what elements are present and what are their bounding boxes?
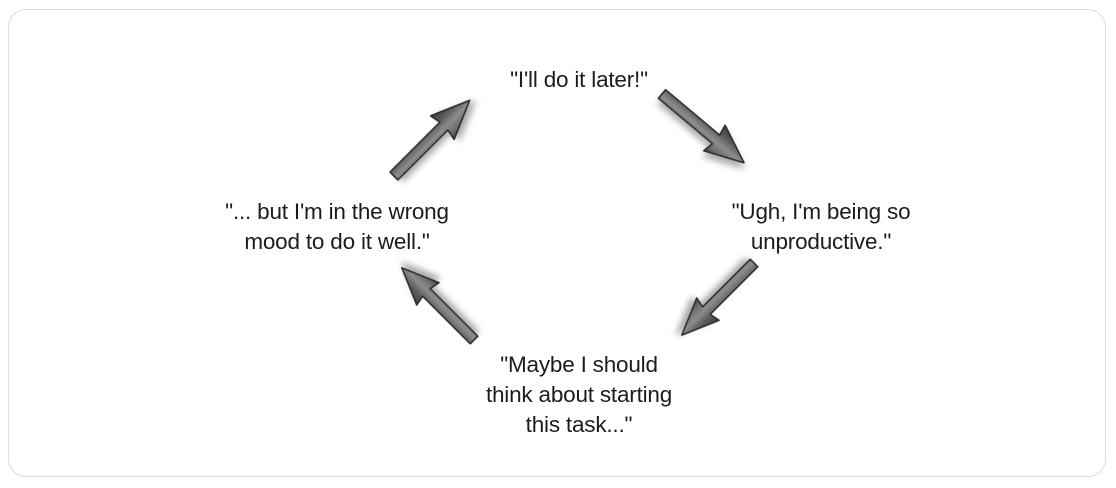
cycle-stage-top: "I'll do it later!" bbox=[510, 67, 648, 92]
arrow-icon-left-top bbox=[381, 87, 483, 189]
cycle-stage-left: "... but I'm in the wrong mood to do it … bbox=[225, 199, 449, 254]
arrow-icon-bottom-left bbox=[389, 255, 486, 352]
cycle-diagram-card: "I'll do it later!" "Ugh, I'm being so u… bbox=[8, 9, 1106, 477]
arrow-icon-right-bottom bbox=[669, 251, 766, 348]
cycle-stage-bottom: "Maybe I should think about starting thi… bbox=[485, 352, 673, 437]
arrow-icon-top-right bbox=[650, 80, 756, 177]
cycle-stage-right: "Ugh, I'm being so unproductive." bbox=[731, 199, 911, 254]
